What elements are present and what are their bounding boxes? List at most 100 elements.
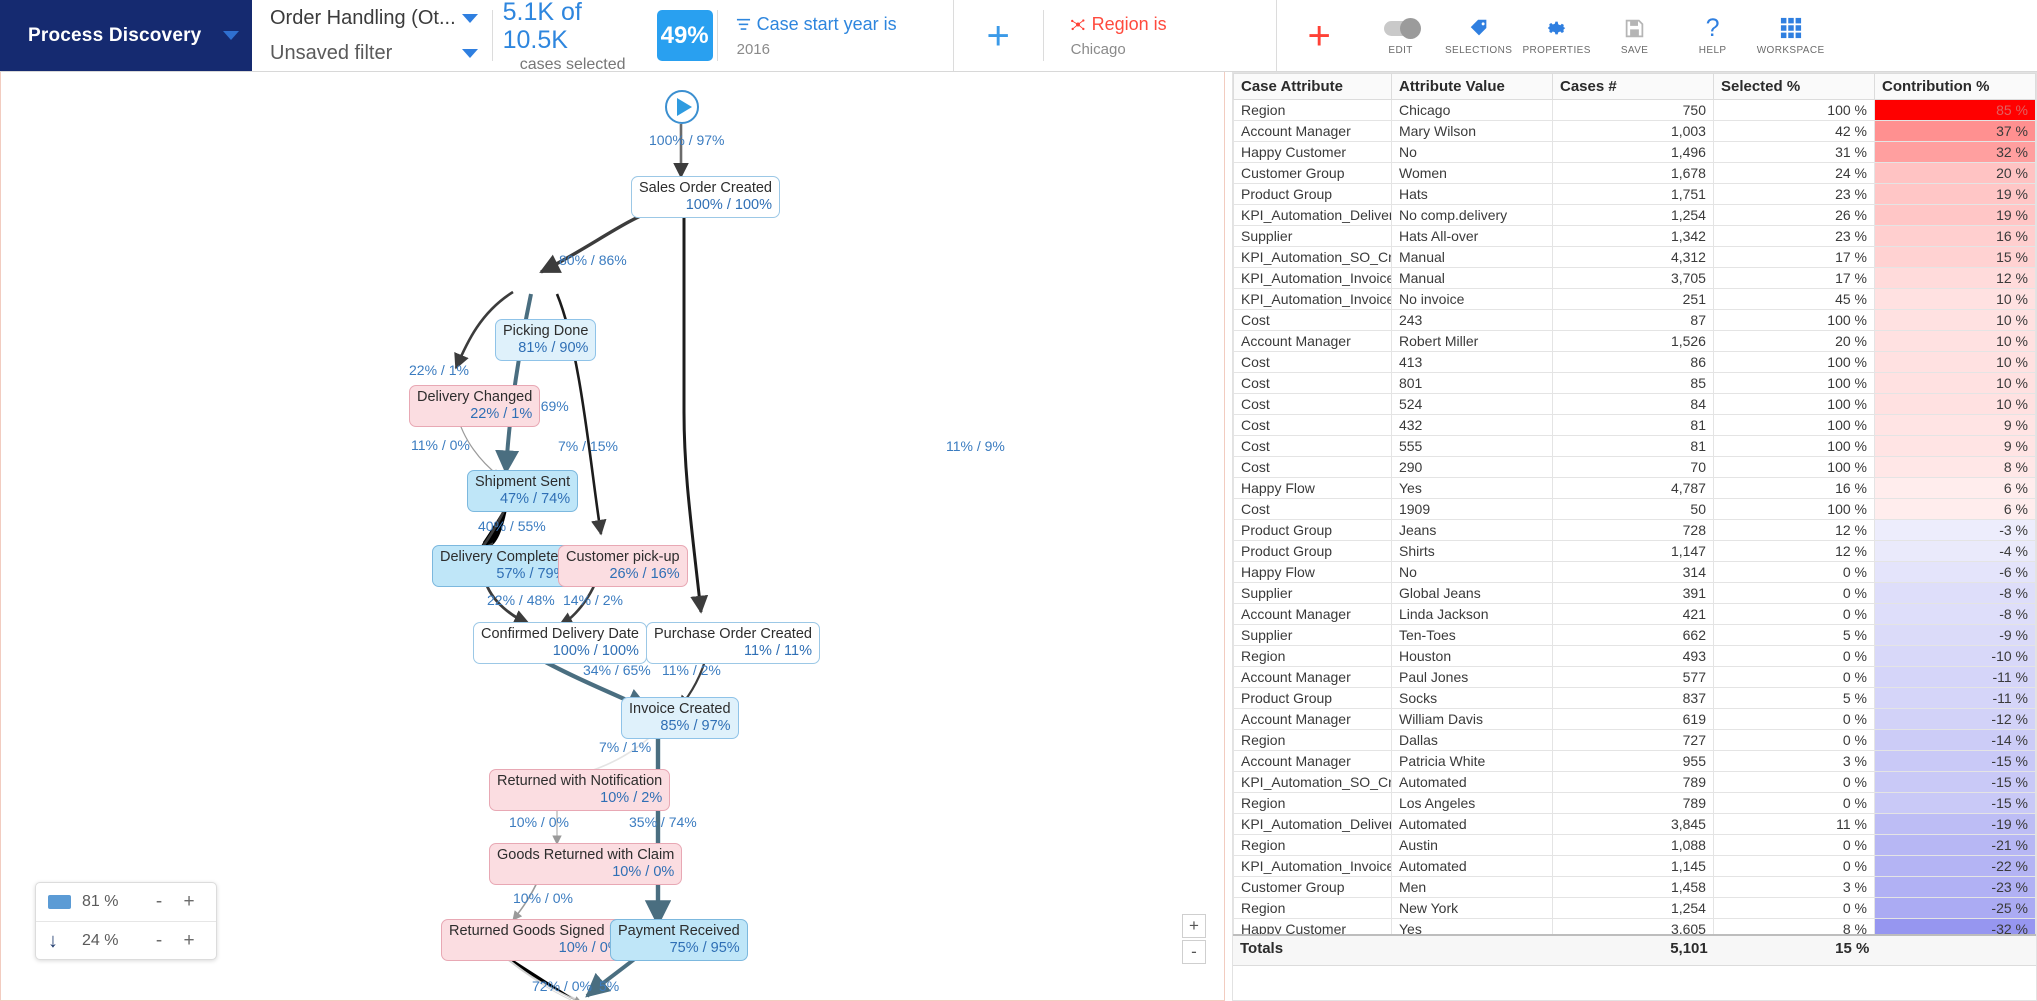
table-row[interactable]: KPI_Automation_Invoice_CreManual3,70517 … <box>1233 267 2036 289</box>
activity-detail-row[interactable]: 81 % - + <box>36 883 216 921</box>
selection-chip-title-row: Region is <box>1070 14 1276 35</box>
zoom-in-button[interactable]: + <box>1182 914 1206 938</box>
activity-minus-button[interactable]: - <box>155 891 163 912</box>
graph-node-returned-with-notification[interactable]: Returned with Notification 10% / 2% <box>489 769 671 812</box>
brand-menu[interactable]: Process Discovery <box>0 0 252 71</box>
graph-node-customer-pickup[interactable]: Customer pick-up 26% / 16% <box>558 545 688 588</box>
chevron-down-icon[interactable] <box>223 31 240 40</box>
graph-node-shipment-sent[interactable]: Shipment Sent 47% / 74% <box>467 470 579 513</box>
table-row[interactable]: KPI_Automation_Delivery_CoAutomated3,845… <box>1233 813 2036 835</box>
cell-attribute-value: Socks <box>1390 687 1553 709</box>
table-row[interactable]: KPI_Automation_Invoice_CreNo invoice2514… <box>1233 288 2036 310</box>
process-graph-canvas[interactable]: 100% / 97% Sales Order Created 100% / 10… <box>0 72 1225 1001</box>
attribute-contribution-table[interactable]: Case Attribute Attribute Value Cases # S… <box>1232 72 2037 1001</box>
cell-contribution: -14 % <box>1873 729 2036 751</box>
selections-button[interactable]: SELECTIONS <box>1440 0 1518 71</box>
cell-attribute-value: 413 <box>1390 351 1553 373</box>
chevron-down-icon[interactable] <box>461 48 478 58</box>
selection-chip-region[interactable]: Region is Chicago <box>1044 0 1276 71</box>
graph-node-purchase-order-created[interactable]: Purchase Order Created 11% / 11% <box>646 622 820 665</box>
cell-attribute-value: 1909 <box>1390 498 1553 520</box>
graph-detail-controls[interactable]: 81 % - + ↓ 24 % - + <box>35 882 217 960</box>
activity-plus-button[interactable]: + <box>183 891 195 912</box>
cell-case-attribute: Cost <box>1233 435 1392 457</box>
cell-cases: 662 <box>1551 624 1714 646</box>
path-plus-button[interactable]: + <box>183 929 195 951</box>
edit-toggle-button[interactable]: EDIT <box>1362 0 1440 71</box>
zoom-out-button[interactable]: - <box>1182 940 1206 964</box>
cell-selected-percent: 100 % <box>1712 99 1875 121</box>
cell-cases: 750 <box>1551 99 1714 121</box>
cell-selected-percent: 17 % <box>1712 246 1875 268</box>
workspace-button[interactable]: WORKSPACE <box>1752 0 1830 71</box>
graph-node-delivery-changed[interactable]: Delivery Changed 22% / 1% <box>409 385 541 428</box>
chevron-down-icon[interactable] <box>461 13 478 23</box>
path-detail-row[interactable]: ↓ 24 % - + <box>36 921 216 959</box>
save-button[interactable]: SAVE <box>1596 0 1674 71</box>
properties-button[interactable]: PROPERTIES <box>1518 0 1596 71</box>
path-minus-button[interactable]: - <box>155 929 163 951</box>
filter-chip-title-row: Case start year is <box>736 14 953 35</box>
help-button[interactable]: ? HELP <box>1674 0 1752 71</box>
graph-node-payment-received[interactable]: Payment Received 75% / 95% <box>610 919 748 962</box>
graph-node-sales-order-created[interactable]: Sales Order Created 100% / 100% <box>631 176 780 219</box>
graph-node-invoice-created[interactable]: Invoice Created 85% / 97% <box>621 697 739 740</box>
canvas-zoom-controls[interactable]: + - <box>1182 914 1206 964</box>
graph-start-node[interactable] <box>665 90 699 124</box>
table-row[interactable]: KPI_Automation_Delivery_CoNo comp.delive… <box>1233 204 2036 226</box>
node-label: Customer pick-up <box>566 549 680 565</box>
table-row[interactable]: KPI_Automation_Invoice_CreAutomated1,145… <box>1233 855 2036 877</box>
column-header-contribution[interactable]: Contribution % <box>1873 73 2036 100</box>
filter-select[interactable]: Unsaved filter <box>270 42 478 65</box>
cell-contribution: -6 % <box>1873 561 2036 583</box>
process-select[interactable]: Order Handling (Ot... <box>270 7 478 30</box>
add-filter-button[interactable]: + <box>952 0 1043 71</box>
filter-chip-case-start-year[interactable]: Case start year is 2016 <box>718 0 953 71</box>
column-header-cases[interactable]: Cases # <box>1551 73 1714 100</box>
column-header-selected-percent[interactable]: Selected % <box>1712 73 1875 100</box>
graph-node-picking-done[interactable]: Picking Done 81% / 90% <box>495 319 597 362</box>
column-header-case-attribute[interactable]: Case Attribute <box>1233 73 1392 100</box>
column-header-attribute-value[interactable]: Attribute Value <box>1390 73 1553 100</box>
table-row[interactable]: KPI_Automation_SO_CreatedAutomated7890 %… <box>1233 771 2036 793</box>
add-selection-button[interactable]: + <box>1275 0 1362 71</box>
graph-node-returned-goods-signed-in[interactable]: Returned Goods Signed In 10% / 0% <box>441 919 629 962</box>
graph-node-confirmed-delivery-date[interactable]: Confirmed Delivery Date 100% / 100% <box>473 622 647 665</box>
graph-node-delivery-completed[interactable]: Delivery Completed 57% / 79% <box>432 545 575 588</box>
grid-icon <box>1780 15 1802 41</box>
graph-node-goods-returned-with-claim[interactable]: Goods Returned with Claim 10% / 0% <box>489 843 683 886</box>
